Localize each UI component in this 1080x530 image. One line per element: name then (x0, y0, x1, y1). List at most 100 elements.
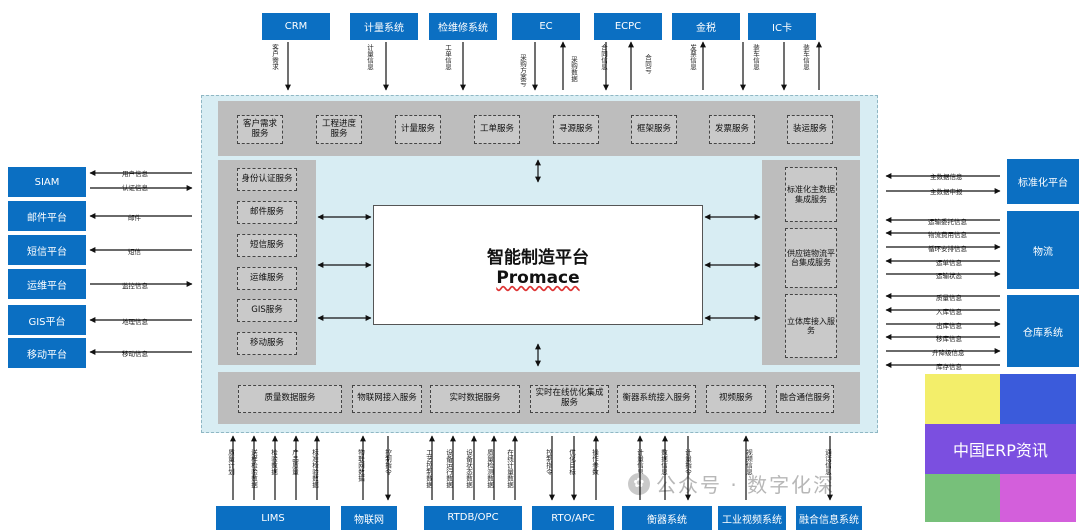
core-platform-box: 智能制造平台 Promace (373, 205, 703, 325)
label-sms: 短信 (128, 248, 141, 256)
label-iot-data: 物联网数据 (356, 449, 365, 482)
system-logistics[interactable]: 物流 (1007, 211, 1079, 289)
label-user-info: 用户信息 (122, 170, 148, 178)
logo-tile-yellow (925, 374, 1000, 424)
label-contract-info: 合同信息 (599, 44, 608, 70)
wechat-icon: ✿ (628, 472, 650, 495)
label-metering-info: 计量信息 (365, 44, 374, 70)
system-ec[interactable]: EC (512, 13, 580, 40)
service-sourcing: 寻源服务 (553, 115, 599, 144)
system-metering[interactable]: 计量系统 (350, 13, 418, 40)
system-converged-info[interactable]: 融合信息系统 (796, 506, 862, 530)
label-quality-info: 质量信息 (936, 294, 962, 302)
label-monitoring-info: 监控信息 (122, 282, 148, 290)
service-metering: 计量服务 (395, 115, 441, 144)
service-mobile: 移动服务 (237, 332, 297, 355)
service-identity-auth: 身份认证服务 (237, 168, 297, 191)
label-inventory-info: 库存信息 (936, 363, 962, 371)
label-equipment-running-data: 设备运行数据 (444, 449, 453, 488)
label-standard-inspection-data: 标准检验数据 (310, 449, 319, 488)
service-gis: GIS服务 (237, 299, 297, 322)
service-ops: 运维服务 (237, 267, 297, 290)
service-work-order: 工单服务 (474, 115, 520, 144)
label-master-data-report: 主数据申报 (930, 188, 963, 196)
label-online-metering-data: 在线计量数据 (505, 449, 514, 488)
system-sms-platform[interactable]: 短信平台 (8, 235, 86, 265)
service-converged-comm: 融合通信服务 (776, 385, 834, 413)
label-invoice-info: 发票信息 (688, 44, 697, 70)
label-optimization-target: 优化目标 (567, 449, 576, 475)
system-ecpc[interactable]: ECPC (594, 13, 662, 40)
label-quality-detection-data: 质量检测数据 (485, 449, 494, 488)
label-contract-no: 合同号 (643, 54, 652, 74)
label-loading-info-b: 装车信息 (801, 44, 810, 70)
label-purchase-data: 采购数据 (569, 56, 578, 82)
system-maintenance[interactable]: 检维修系统 (429, 13, 497, 40)
system-weighing[interactable]: 衡器系统 (622, 506, 712, 530)
service-sms: 短信服务 (237, 234, 297, 257)
service-rto-integration: 实时在线优化集成服务 (530, 385, 609, 413)
service-iot-access: 物联网接入服务 (352, 385, 422, 413)
label-data-info: 数据信息 (659, 449, 668, 475)
service-standard-master-data: 标准化主数据集成服务 (785, 167, 837, 222)
system-golden-tax[interactable]: 金税 (672, 13, 740, 40)
system-siam[interactable]: SIAM (8, 167, 86, 197)
system-gis-platform[interactable]: GIS平台 (8, 305, 86, 335)
system-iot[interactable]: 物联网 (341, 506, 397, 530)
label-outbound-info: 出库信息 (936, 322, 962, 330)
label-video-info: 视频信息 (744, 449, 753, 475)
label-transport-order: 运输委托信息 (928, 218, 967, 226)
label-transfer-info: 移库信息 (936, 335, 962, 343)
label-operating-params: 操作参数 (590, 449, 599, 475)
label-inbound-info: 入库信息 (936, 308, 962, 316)
label-work-order-info: 工单信息 (443, 44, 452, 70)
label-geo-info: 地理信息 (122, 318, 148, 326)
label-master-data-info: 主数据信息 (930, 173, 963, 181)
system-crm[interactable]: CRM (262, 13, 330, 40)
core-subtitle: Promace (496, 267, 580, 288)
logo-tile-green (925, 474, 1000, 522)
service-shipping: 装运服务 (787, 115, 833, 144)
label-grade-change-info: 升降级信息 (932, 349, 965, 357)
system-rtdb-opc[interactable]: RTDB/OPC (424, 506, 522, 530)
system-industrial-video[interactable]: 工业视频系统 (718, 506, 786, 530)
label-quality-plan: 质量计划 (226, 449, 235, 475)
service-framework: 框架服务 (631, 115, 677, 144)
logo-tile-blue (1000, 374, 1076, 424)
service-customer-demand: 客户需求服务 (237, 115, 283, 144)
system-ic-card[interactable]: IC卡 (748, 13, 816, 40)
service-invoice: 发票服务 (709, 115, 755, 144)
label-call-info: 通话信息 (823, 449, 832, 475)
label-process-control-data: 工艺控制数据 (424, 449, 433, 488)
system-standardization-platform[interactable]: 标准化平台 (1007, 159, 1079, 204)
label-control-command-b: 控制指令 (544, 449, 553, 475)
service-realtime-data: 实时数据服务 (430, 385, 520, 413)
service-project-progress: 工程进度服务 (316, 115, 362, 144)
watermark: ✿ 公众号 · 数字化深 (628, 469, 835, 498)
label-cycle-schedule: 循环安排信息 (928, 245, 967, 253)
system-mobile-platform[interactable]: 移动平台 (8, 338, 86, 368)
label-equipment-status-data: 设备状态数据 (464, 449, 473, 488)
label-mail: 邮件 (128, 214, 141, 222)
logo-tile-purple (925, 424, 1076, 474)
service-video: 视频服务 (706, 385, 766, 413)
watermark-text: 公众号 · 数字化深 (656, 473, 836, 497)
erp-logo: 中国ERP资讯 (925, 374, 1076, 522)
service-mail: 邮件服务 (237, 201, 297, 224)
system-mail-platform[interactable]: 邮件平台 (8, 201, 86, 231)
label-mobile-info: 移动信息 (122, 350, 148, 358)
logo-tile-magenta (1000, 474, 1076, 522)
service-stereo-warehouse: 立体库接入服务 (785, 294, 837, 358)
label-product-quality: 产品质量 (290, 449, 299, 475)
service-quality-data: 质量数据服务 (238, 385, 342, 413)
label-waybill-info: 运单信息 (936, 259, 962, 267)
label-purchase-plan-no: 采购方案号 (518, 54, 527, 87)
system-lims[interactable]: LIMS (216, 506, 330, 530)
core-title: 智能制造平台 (487, 247, 589, 268)
system-warehouse[interactable]: 仓库系统 (1007, 295, 1079, 367)
service-weighing-access: 衡器系统接入服务 (617, 385, 696, 413)
label-loading-info-a: 装车信息 (751, 44, 760, 70)
system-rto-apc[interactable]: RTO/APC (532, 506, 614, 530)
system-ops-platform[interactable]: 运维平台 (8, 269, 86, 299)
